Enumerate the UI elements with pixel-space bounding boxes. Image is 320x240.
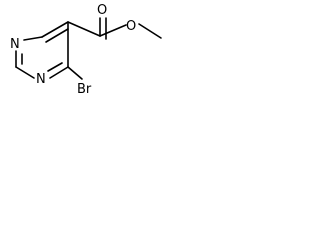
bond-n3-c2	[15, 66, 35, 79]
bond-c4-br	[67, 66, 83, 80]
atom-n3: N	[36, 72, 46, 87]
bond-c4-n3-inner	[47, 62, 63, 72]
atom-n1: N	[10, 37, 20, 52]
bond-c4-n3	[49, 66, 69, 79]
atom-carbonyl-o: O	[97, 3, 107, 18]
bond-carbonyl-ester-o	[99, 24, 127, 37]
bond-c6-c5	[41, 21, 69, 38]
chemical-structure: N N Br O O	[10, 3, 162, 97]
atom-ester-o: O	[126, 19, 136, 34]
bond-c5-carbonyl	[67, 21, 101, 37]
bond-c6-c5-inner	[45, 28, 69, 43]
atom-br: Br	[77, 82, 92, 97]
bond-ester-o-methyl	[138, 23, 162, 39]
bond-n1-c6	[23, 36, 43, 41]
